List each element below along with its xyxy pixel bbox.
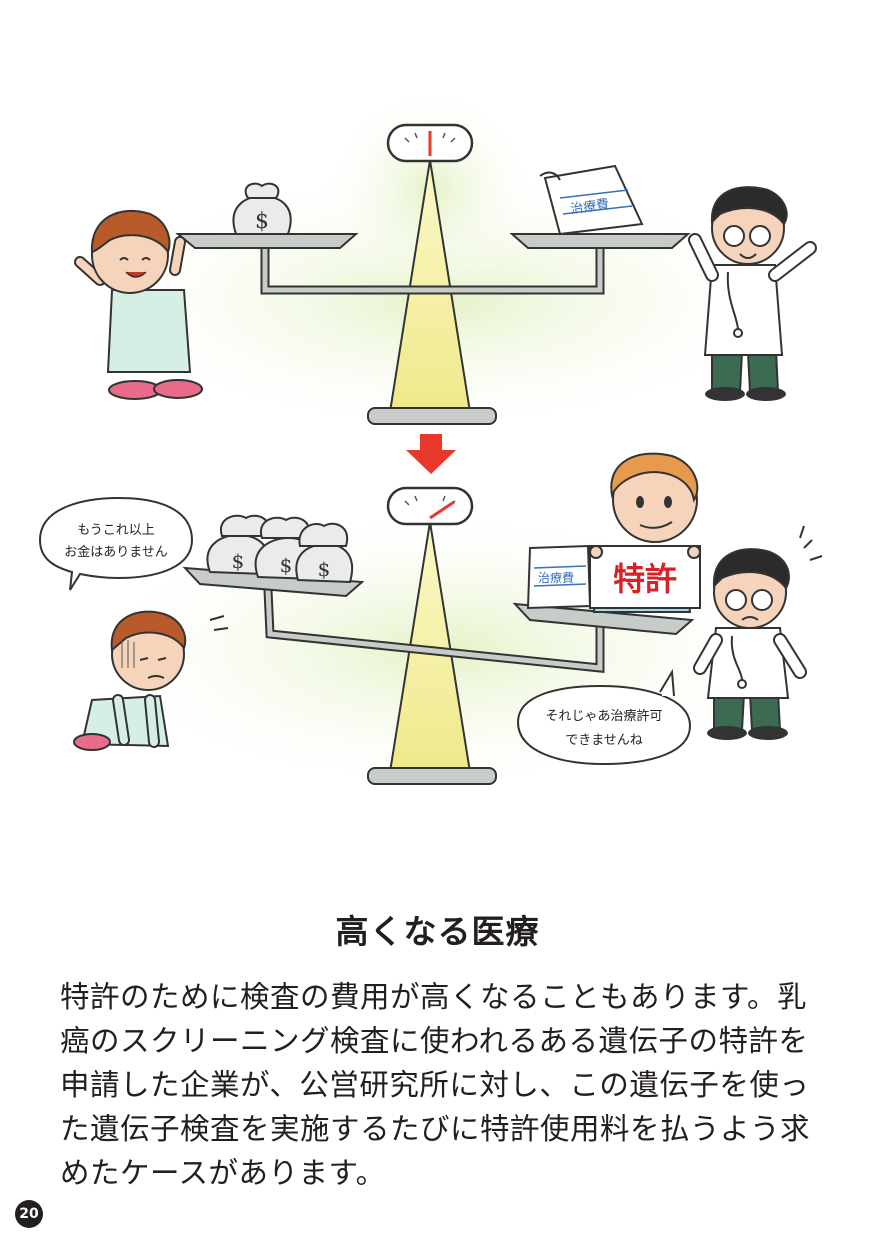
- top-right-pan: [509, 233, 691, 249]
- patient-speech-line-2: お金はありません: [64, 544, 168, 560]
- bottom-scale-dial: [386, 486, 474, 526]
- doctor-speech-bubble: それじゃあ治療許可 できませんね: [516, 668, 692, 766]
- money-bags-pile-icon: $ $ $: [206, 514, 353, 584]
- bottom-dial-needle: [429, 500, 455, 520]
- patent-sign-label: 特許: [613, 560, 677, 598]
- bottom-document-label: 治療費: [538, 570, 574, 585]
- bottom-scene: $ $ $ 治療費: [38, 452, 823, 800]
- down-arrow-icon: [406, 434, 456, 474]
- medical-bill-bottom-icon: 治療費: [526, 544, 592, 610]
- body-paragraph: 特許のために検査の費用が高くなることもあります。乳癌のスクリーニング検査に使われ…: [60, 980, 811, 1190]
- doctor-speech-line-1: それじゃあ治療許可: [545, 709, 662, 724]
- patent-holder: 特許: [589, 452, 701, 613]
- patent-sign: [589, 545, 701, 609]
- svg-text:$: $: [280, 553, 293, 577]
- top-dial-ticks: [404, 132, 456, 143]
- happy-patient: [74, 209, 203, 400]
- svg-text:$: $: [255, 209, 269, 234]
- svg-text:$: $: [318, 557, 331, 581]
- patient-speech-bubble: もうこれ以上 お金はありません: [38, 496, 194, 591]
- doctor-top: [688, 186, 817, 401]
- doctor-bottom: [693, 525, 823, 740]
- bottom-scale: [182, 486, 695, 785]
- patient-speech-line-1: もうこれ以上: [77, 523, 155, 538]
- top-scale: [175, 123, 691, 425]
- top-scale-base: [367, 407, 497, 425]
- bottom-right-pan: [512, 602, 695, 636]
- bottom-scale-base: [367, 767, 497, 785]
- top-left-pan: [175, 233, 359, 249]
- balance-scale-illustration: $ 治療費: [38, 80, 823, 800]
- illustration-canvas: $ 治療費: [38, 80, 823, 800]
- sad-patient: [73, 610, 229, 751]
- medical-bill-icon: 治療費: [539, 164, 644, 236]
- top-scene: $ 治療費: [60, 80, 820, 440]
- page-title: 高くなる医療: [335, 912, 540, 951]
- page-number-badge: 20: [15, 1200, 43, 1228]
- svg-text:$: $: [232, 549, 245, 573]
- top-document-label: 治療費: [569, 197, 610, 217]
- doctor-speech-line-2: できませんね: [565, 733, 643, 748]
- money-bag-icon: $: [232, 182, 292, 235]
